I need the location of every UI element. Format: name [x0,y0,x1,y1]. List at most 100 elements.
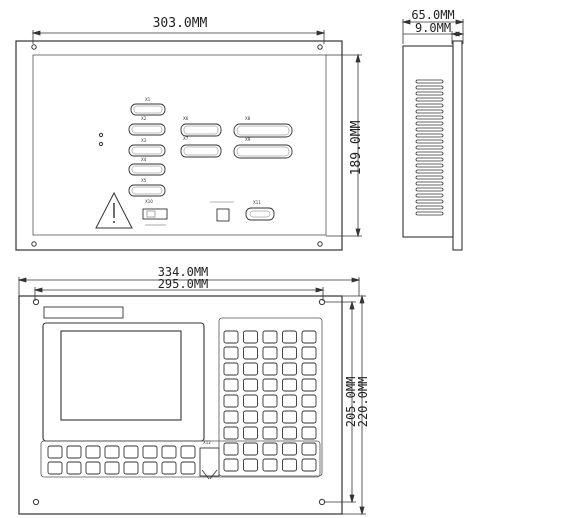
function-key[interactable] [180,461,196,475]
mount-hole [31,44,37,50]
function-key[interactable] [104,461,120,475]
keypad-key[interactable] [223,458,239,472]
front-width-dimension [17,277,361,301]
keypad-key[interactable] [301,346,317,360]
mount-hole [31,241,37,247]
mount-hole [317,241,323,247]
mount-hole [318,298,326,306]
keypad-key[interactable] [262,378,278,392]
mount-hole [32,498,40,506]
keypad-key[interactable] [243,346,258,360]
function-key[interactable] [85,461,101,475]
vent-slot [415,157,444,162]
vent-slot [415,211,444,216]
keypad-key[interactable] [243,426,258,440]
side-view: 65.0MM 9.0MM [401,8,465,251]
keypad-key[interactable] [282,426,297,440]
keypad-key[interactable] [282,410,297,424]
vent-slot [415,115,444,120]
connector-x4: X4 [128,157,166,176]
function-key[interactable] [142,445,158,459]
function-key[interactable] [123,445,139,459]
keypad-frame [218,317,323,477]
vent-slot [415,193,444,198]
keypad-key[interactable] [301,458,317,472]
function-key[interactable] [85,445,101,459]
function-keys [47,445,196,475]
keypad-key[interactable] [282,442,297,456]
keypad-key[interactable] [262,346,278,360]
function-key[interactable] [161,461,177,475]
keypad-key[interactable] [223,394,239,408]
keypad-key[interactable] [262,442,278,456]
keypad-key[interactable] [262,426,278,440]
back-width-dimension [31,30,326,44]
keypad-key[interactable] [243,394,258,408]
front-hole-height-label: 205.0MM [344,377,358,428]
side-depth-label: 65.0MM [411,8,454,22]
keypad-key[interactable] [301,378,317,392]
connector-x1: X1 [130,97,166,116]
keypad-key[interactable] [243,362,258,376]
keypad-key[interactable] [223,362,239,376]
keypad-key[interactable] [301,426,317,440]
side-depth-dimension [401,19,465,44]
vent-slot [415,187,444,192]
keypad-key[interactable] [243,330,258,344]
keypad-key[interactable] [262,410,278,424]
function-key[interactable] [142,461,158,475]
function-key[interactable] [180,445,196,459]
connector-label: X2 [141,116,147,121]
keypad-key[interactable] [223,426,239,440]
keypad-key[interactable] [243,458,258,472]
vent-slot [415,109,444,114]
keypad-key[interactable] [282,362,297,376]
keypad-key[interactable] [282,346,297,360]
mount-hole [317,44,323,50]
function-key[interactable] [104,445,120,459]
function-key[interactable] [66,445,82,459]
connector-label: X9 [245,137,251,142]
function-key[interactable] [47,461,63,475]
keypad-key[interactable] [282,378,297,392]
connector-label: X5 [141,178,147,183]
back-width-label: 303.0MM [153,16,208,31]
front-outer-frame [18,295,343,515]
keypad-key[interactable] [262,330,278,344]
front-hole-width-label: 295.0MM [158,277,209,291]
keypad-key[interactable] [301,330,317,344]
keypad-key[interactable] [223,410,239,424]
front-height-label: 220.0MM [356,377,370,428]
front-height-dimension [325,294,366,516]
function-key[interactable] [161,445,177,459]
keypad-key[interactable] [282,330,297,344]
keypad-key[interactable] [243,410,258,424]
keypad-key[interactable] [262,362,278,376]
lcd-screen[interactable] [60,330,182,421]
keypad-key[interactable] [301,410,317,424]
function-key[interactable] [66,461,82,475]
keypad-key[interactable] [262,458,278,472]
keypad-key[interactable] [223,442,239,456]
connector-label: X11 [253,200,261,205]
back-height-dimension [326,53,362,238]
connector-x3: X3 [128,138,166,157]
keypad-key[interactable] [301,362,317,376]
keypad-key[interactable] [223,378,239,392]
function-key[interactable] [123,461,139,475]
keypad-key[interactable] [282,394,297,408]
keypad-key[interactable] [223,330,239,344]
usb-slot: X12 [199,440,220,480]
keypad-key[interactable] [301,394,317,408]
keypad-key[interactable] [262,394,278,408]
indicator-hole [98,132,104,138]
keypad-key[interactable] [243,442,258,456]
keypad-key[interactable] [282,458,297,472]
vent-slot [415,121,444,126]
back-view: 303.0MM 189.0MM X1 X2 [15,16,364,251]
side-body [402,45,454,238]
keypad-key[interactable] [223,346,239,360]
keypad-key[interactable] [301,442,317,456]
function-key[interactable] [47,445,63,459]
keypad-key[interactable] [243,378,258,392]
